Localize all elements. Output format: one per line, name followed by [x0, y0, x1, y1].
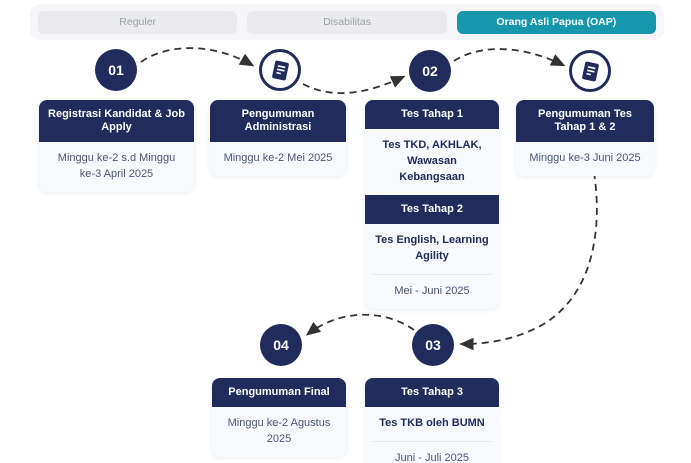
step-circle-02: 02: [409, 50, 451, 92]
card-detail-tes-tahap-2: Tes English, Learning Agility: [365, 224, 499, 275]
step-circle-03: 03: [412, 324, 454, 366]
card-date: Juni - Juli 2025: [365, 442, 499, 463]
step-number: 01: [108, 62, 124, 78]
card-detail-tes-tahap-1: Tes TKD, AKHLAK, Wawasan Kebangsaan: [365, 129, 499, 195]
card-title-tes-tahap-1: Tes Tahap 1: [365, 100, 499, 130]
document-icon: [581, 61, 599, 81]
tab-reguler[interactable]: Reguler: [38, 10, 238, 34]
divider: [371, 441, 493, 443]
announcement-node-1: [259, 49, 301, 91]
card-date: Minggu ke-3 Juni 2025: [516, 142, 654, 177]
tab-orang-asli-papua[interactable]: Orang Asli Papua (OAP): [456, 10, 656, 34]
step-number: 04: [273, 337, 289, 353]
step-circle-01: 01: [95, 49, 137, 91]
step-number: 03: [425, 337, 441, 353]
card-pengumuman-final: Pengumuman Final Minggu ke-2 Agustus 202…: [212, 378, 346, 458]
announcement-node-2: [569, 50, 611, 92]
category-tabbar: Reguler Disabilitas Orang Asli Papua (OA…: [30, 4, 664, 40]
step-circle-04: 04: [260, 324, 302, 366]
card-date: Minggu ke-2 s.d Minggu ke-3 April 2025: [39, 142, 194, 193]
tab-disabilitas[interactable]: Disabilitas: [247, 10, 447, 34]
card-title-tes-tahap-2: Tes Tahap 2: [365, 195, 499, 225]
card-title: Pengumuman Tes Tahap 1 & 2: [516, 100, 654, 143]
card-date: Minggu ke-2 Agustus 2025: [212, 407, 346, 458]
card-date: Minggu ke-2 Mei 2025: [210, 142, 346, 177]
connector-step3-to-step4: [305, 313, 415, 336]
card-date: Mei - Juni 2025: [365, 275, 499, 309]
connector-step1-to-doc1: [140, 47, 255, 67]
connector-doc1-to-step2: [302, 75, 406, 94]
card-pengumuman-tes-tahap-1-2: Pengumuman Tes Tahap 1 & 2 Minggu ke-3 J…: [516, 100, 654, 177]
card-title: Tes Tahap 3: [365, 378, 499, 408]
divider: [371, 274, 493, 276]
card-detail: Tes TKB oleh BUMN: [365, 407, 499, 442]
card-title: Registrasi Kandidat & Job Apply: [39, 100, 194, 143]
card-tes-tahap-3: Tes Tahap 3 Tes TKB oleh BUMN Juni - Jul…: [365, 378, 499, 463]
document-icon: [271, 60, 289, 80]
card-title: Pengumuman Final: [212, 378, 346, 408]
step-number: 02: [422, 63, 438, 79]
card-pengumuman-administrasi: Pengumuman Administrasi Minggu ke-2 Mei …: [210, 100, 346, 177]
card-registrasi-kandidat: Registrasi Kandidat & Job Apply Minggu k…: [39, 100, 194, 193]
connector-step2-to-doc2: [453, 48, 566, 67]
card-tes-tahap-1-2: Tes Tahap 1 Tes TKD, AKHLAK, Wawasan Keb…: [365, 100, 499, 309]
card-title: Pengumuman Administrasi: [210, 100, 346, 143]
